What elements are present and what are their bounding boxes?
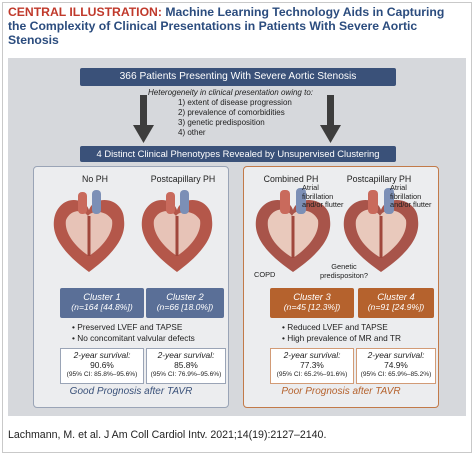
poor-prognosis-label: Poor Prognosis after TAVR [281, 386, 401, 397]
cluster-1-survival: 2-year survival: 90.6% (95% CI: 85.8%–95… [60, 348, 144, 384]
finding-item: • Preserved LVEF and TAPSE [72, 322, 183, 332]
cluster-name: Cluster 1 [83, 291, 121, 302]
illustration-title: CENTRAL ILLUSTRATION: Machine Learning T… [8, 5, 464, 47]
cluster-1-box: Cluster 1 (n=164 [44.8%]) [60, 288, 144, 318]
phenotypes-header: 4 Distinct Clinical Phenotypes Revealed … [80, 146, 396, 162]
survival-label: 2-year survival: [367, 350, 425, 360]
atrial-fibrillation-annotation: Atrial fibrillation and/or flutter [390, 183, 432, 210]
cluster-3-box: Cluster 3 (n=45 [12.3%]) [270, 288, 354, 318]
survival-value: 85.8% [174, 359, 198, 370]
heart-illustration-cluster-4 [343, 188, 419, 272]
cluster-count: (n=164 [44.8%]) [71, 302, 133, 312]
cluster-3-survival: 2-year survival: 77.3% (95% CI: 65.2%–91… [270, 348, 354, 384]
factor-item: 4) other [178, 128, 206, 137]
heart-illustration-cluster-2 [141, 190, 213, 272]
title-text: Machine Learning Technology Aids in Capt… [8, 5, 445, 47]
phenotype-postcapillary-ph: Postcapillary PH [150, 174, 216, 184]
phenotype-combined-ph: Combined PH [263, 174, 319, 184]
factor-item: 3) genetic predisposition [178, 118, 265, 127]
survival-ci: (95% CI: 65.9%–85.2%) [360, 371, 432, 379]
cluster-4-survival: 2-year survival: 74.9% (95% CI: 65.9%–85… [356, 348, 436, 384]
good-findings-list: • Preserved LVEF and TAPSE • No concomit… [72, 322, 195, 344]
heterogeneity-lead: Heterogeneity in clinical presentation o… [148, 88, 313, 97]
finding-item: • Reduced LVEF and TAPSE [282, 322, 388, 332]
survival-value: 77.3% [300, 359, 324, 370]
good-prognosis-label: Good Prognosis after TAVR [69, 386, 193, 397]
heart-illustration-cluster-3 [255, 188, 331, 272]
survival-ci: (95% CI: 65.2%–91.6%) [276, 371, 348, 379]
finding-item: • No concomitant valvular defects [72, 333, 195, 343]
left-arrow-shaft [140, 95, 147, 125]
finding-item: • High prevalence of MR and TR [282, 333, 401, 343]
right-arrow-shaft [327, 95, 334, 125]
atrial-fibrillation-annotation: Atrial fibrillation and/or flutter [302, 183, 344, 210]
factor-item: 1) extent of disease progression [178, 98, 292, 107]
survival-label: 2-year survival: [283, 350, 341, 360]
cluster-count: (n=66 [18.0%]) [156, 302, 214, 312]
patients-header: 366 Patients Presenting With Severe Aort… [80, 68, 396, 86]
factor-list: 1) extent of disease progression 2) prev… [148, 98, 348, 138]
patients-header-text: 366 Patients Presenting With Severe Aort… [119, 71, 357, 82]
right-arrow-head [320, 125, 341, 143]
cluster-count: (n=45 [12.3%]) [283, 302, 341, 312]
genetic-predisposition-annotation: Genetic predispositon? [319, 262, 369, 280]
left-arrow-head [133, 125, 154, 143]
phenotype-postcapillary-ph: Postcapillary PH [346, 174, 412, 184]
survival-ci: (95% CI: 76.9%–95.6%) [150, 371, 222, 379]
citation: Lachmann, M. et al. J Am Coll Cardiol In… [8, 429, 327, 441]
survival-ci: (95% CI: 85.8%–95.6%) [66, 371, 138, 379]
poor-findings-list: • Reduced LVEF and TAPSE • High prevalen… [282, 322, 401, 344]
cluster-name: Cluster 3 [293, 291, 331, 302]
factor-item: 2) prevalence of comorbidities [178, 108, 285, 117]
cluster-count: (n=91 [24.9%]) [367, 302, 425, 312]
cluster-name: Cluster 2 [166, 291, 204, 302]
survival-value: 74.9% [384, 359, 408, 370]
copd-annotation: COPD [254, 270, 276, 279]
survival-label: 2-year survival: [73, 350, 131, 360]
heart-illustration-cluster-1 [53, 190, 125, 272]
phenotype-no-ph: No PH [82, 174, 108, 184]
cluster-2-survival: 2-year survival: 85.8% (95% CI: 76.9%–95… [146, 348, 226, 384]
cluster-4-box: Cluster 4 (n=91 [24.9%]) [358, 288, 434, 318]
cluster-name: Cluster 4 [377, 291, 415, 302]
cluster-2-box: Cluster 2 (n=66 [18.0%]) [146, 288, 224, 318]
survival-label: 2-year survival: [157, 350, 215, 360]
phenotypes-header-text: 4 Distinct Clinical Phenotypes Revealed … [96, 148, 380, 159]
survival-value: 90.6% [90, 359, 114, 370]
title-label: CENTRAL ILLUSTRATION: [8, 5, 162, 19]
heterogeneity-list: Heterogeneity in clinical presentation o… [148, 88, 348, 138]
